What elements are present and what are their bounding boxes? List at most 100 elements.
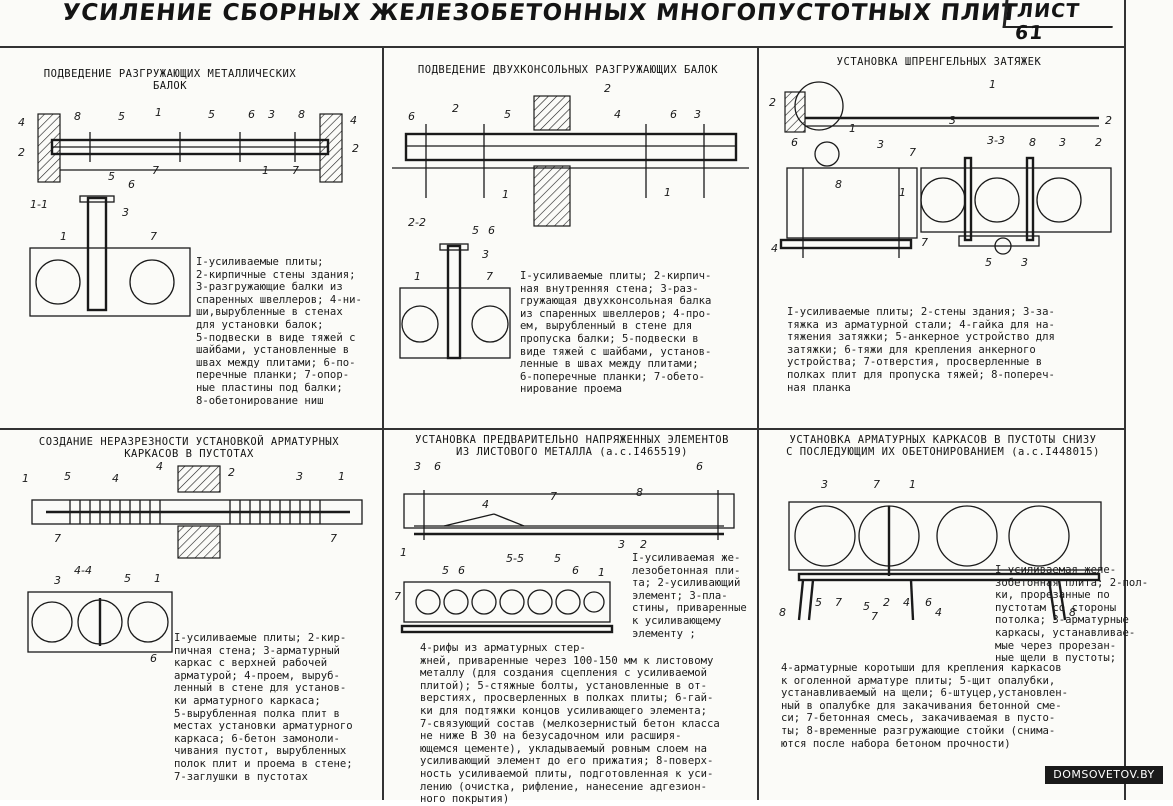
svg-text:1: 1: [155, 106, 162, 119]
svg-text:2: 2: [769, 96, 776, 109]
svg-text:2: 2: [883, 596, 890, 609]
panel-frames-from-below: УСТАНОВКА АРМАТУРНЫХ КАРКАСОВ В ПУСТОТЫ …: [759, 430, 1148, 800]
svg-text:6: 6: [696, 460, 703, 473]
svg-text:5: 5: [985, 256, 992, 269]
svg-text:6: 6: [670, 108, 677, 121]
svg-text:4: 4: [350, 114, 357, 127]
svg-text:5: 5: [472, 224, 479, 237]
svg-text:6: 6: [248, 108, 255, 121]
svg-text:4: 4: [614, 108, 621, 121]
svg-text:1: 1: [664, 186, 671, 199]
svg-text:5: 5: [815, 596, 822, 609]
svg-text:8: 8: [1069, 606, 1076, 619]
svg-text:8: 8: [1029, 136, 1036, 149]
legend-side-text: I-усиливаемая желе- зобетонная плита; 2-…: [995, 564, 1149, 665]
section-label-4-4: 4-4: [74, 564, 92, 577]
sheet-title: УСИЛЕНИЕ СБОРНЫХ ЖЕЛЕЗОБЕТОННЫХ МНОГОПУС…: [61, 0, 1020, 26]
legend-text: 4-арматурные коротыши для крепления карк…: [781, 662, 1069, 750]
svg-text:3: 3: [821, 478, 828, 491]
svg-text:1: 1: [899, 186, 906, 199]
svg-text:6: 6: [925, 596, 932, 609]
svg-text:5: 5: [554, 552, 561, 565]
svg-text:1: 1: [909, 478, 916, 491]
svg-text:3: 3: [618, 538, 625, 551]
svg-text:3: 3: [296, 470, 303, 483]
svg-text:5: 5: [108, 170, 115, 183]
svg-text:3: 3: [122, 206, 129, 219]
svg-text:7: 7: [54, 532, 61, 545]
svg-text:1: 1: [338, 470, 345, 483]
svg-text:1: 1: [414, 270, 421, 283]
svg-text:6: 6: [488, 224, 495, 237]
section-label-3-3: 3-3: [987, 134, 1005, 147]
svg-text:7: 7: [150, 230, 157, 243]
svg-text:1: 1: [849, 122, 856, 135]
svg-text:8: 8: [636, 486, 643, 499]
svg-text:7: 7: [394, 590, 401, 603]
svg-text:5: 5: [64, 470, 71, 483]
svg-text:5: 5: [442, 564, 449, 577]
svg-text:5: 5: [118, 110, 125, 123]
svg-text:2: 2: [604, 82, 611, 95]
panel-title: СОЗДАНИЕ НЕРАЗРЕЗНОСТИ УСТАНОВКОЙ АРМАТУ…: [38, 436, 340, 460]
watermark-label: DOMSOVETOV.BY: [1045, 766, 1163, 784]
svg-text:2: 2: [1105, 114, 1112, 127]
svg-text:8: 8: [74, 110, 81, 123]
svg-text:5: 5: [504, 108, 511, 121]
svg-text:4: 4: [935, 606, 942, 619]
svg-text:3: 3: [877, 138, 884, 151]
svg-text:2: 2: [640, 538, 647, 551]
panel-title: ПОДВЕДЕНИЕ ДВУХКОНСОЛЬНЫХ РАЗГРУЖАЮЩИХ Б…: [417, 64, 719, 76]
legend-text: I-усиливаемые плиты; 2-кирпич- ная внутр…: [520, 270, 712, 396]
svg-text:5: 5: [208, 108, 215, 121]
svg-text:2: 2: [1095, 136, 1102, 149]
svg-text:5: 5: [124, 572, 131, 585]
svg-text:1: 1: [262, 164, 269, 177]
frame-middle-line: [0, 428, 1125, 430]
svg-text:7: 7: [871, 610, 878, 623]
svg-text:1: 1: [502, 188, 509, 201]
svg-text:3: 3: [694, 108, 701, 121]
svg-text:1: 1: [154, 572, 161, 585]
svg-text:4: 4: [112, 472, 119, 485]
svg-text:2: 2: [228, 466, 235, 479]
svg-text:1: 1: [989, 78, 996, 91]
svg-text:7: 7: [921, 236, 928, 249]
svg-text:3: 3: [268, 108, 275, 121]
svg-text:2: 2: [452, 102, 459, 115]
svg-text:5: 5: [863, 600, 870, 613]
section-label-1-1: 1-1: [30, 198, 48, 211]
section-label-5-5: 5-5: [506, 552, 524, 565]
panel-unloading-beams: ПОДВЕДЕНИЕ РАЗГРУЖАЮЩИХ МЕТАЛЛИЧЕСКИХ БА…: [0, 48, 382, 428]
svg-text:6: 6: [572, 564, 579, 577]
panel-double-cantilever-beams: ПОДВЕДЕНИЕ ДВУХКОНСОЛЬНЫХ РАЗГРУЖАЮЩИХ Б…: [384, 48, 757, 428]
svg-text:6: 6: [150, 652, 157, 665]
svg-text:7: 7: [550, 490, 557, 503]
svg-text:7: 7: [486, 270, 493, 283]
svg-text:4: 4: [482, 498, 489, 511]
panel-prestressed-elements: УСТАНОВКА ПРЕДВАРИТЕЛЬНО НАПРЯЖЕННЫХ ЭЛЕ…: [384, 430, 757, 805]
svg-text:7: 7: [873, 478, 880, 491]
svg-text:7: 7: [330, 532, 337, 545]
legend-text: I-усиливаемые плиты; 2-кирпичные стены з…: [196, 256, 362, 407]
panel-continuity-frames: СОЗДАНИЕ НЕРАЗРЕЗНОСТИ УСТАНОВКОЙ АРМАТУ…: [0, 430, 382, 800]
section-label-2-2: 2-2: [408, 216, 426, 229]
svg-text:6: 6: [128, 178, 135, 191]
svg-text:4: 4: [771, 242, 778, 255]
svg-text:1: 1: [598, 566, 605, 579]
legend-side-text: I-усиливаемая же- лезобетонная пли- та; …: [632, 552, 747, 640]
svg-text:3: 3: [1021, 256, 1028, 269]
legend-text: I-усиливаемые плиты; 2-стены здания; 3-з…: [787, 306, 1055, 394]
svg-text:8: 8: [835, 178, 842, 191]
frame-divider-left: [382, 48, 384, 800]
svg-text:6: 6: [408, 110, 415, 123]
frame-right-line: [1124, 0, 1126, 800]
